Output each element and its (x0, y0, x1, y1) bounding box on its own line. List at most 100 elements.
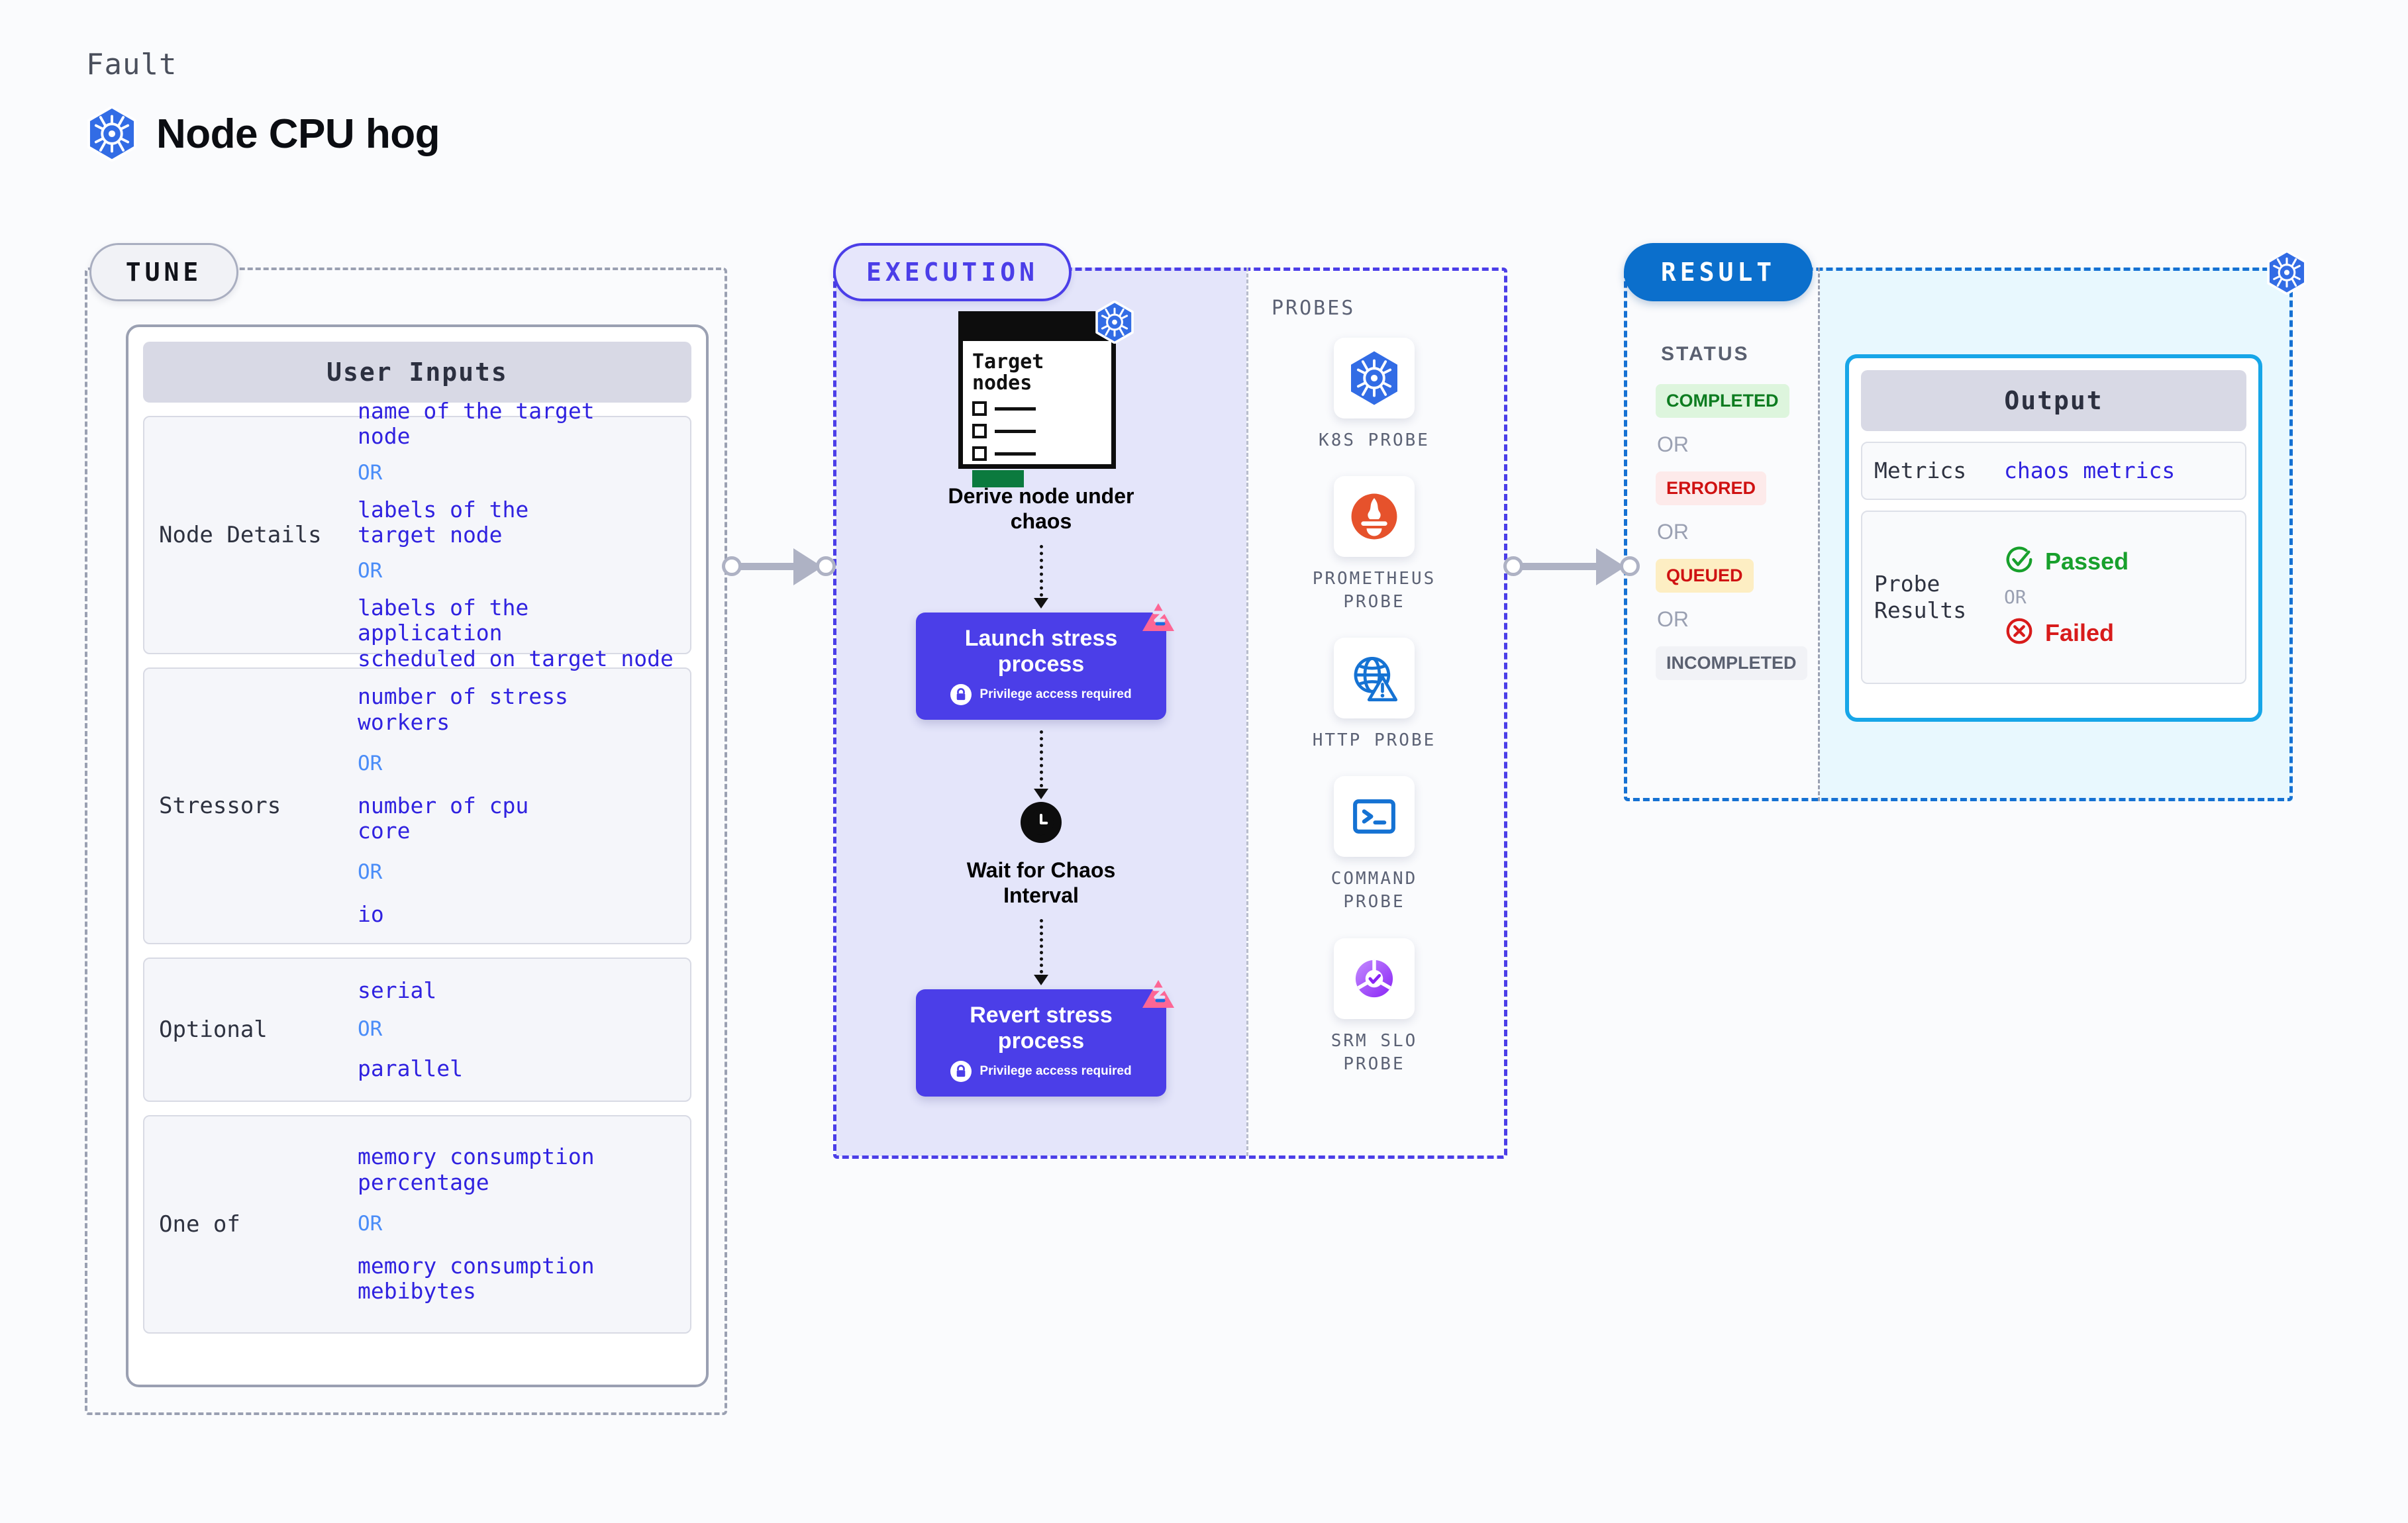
target-nodes-window-title: Target nodes (972, 350, 1044, 395)
status-or: OR (1657, 520, 1689, 544)
output-value: chaos metrics (2004, 458, 2176, 484)
step-title: Launch stress process (964, 625, 1118, 677)
probe-label: HTTP PROBE (1312, 730, 1436, 751)
output-label: Metrics (1874, 458, 1967, 483)
checkbox-icon (972, 401, 987, 416)
probes-title: PROBES (1272, 297, 1356, 320)
step-launch-stress-process[interactable]: Launch stress process Privilege access r… (916, 603, 1174, 720)
tune-badge[interactable]: TUNE (89, 243, 238, 301)
prometheus-icon (1334, 476, 1415, 558)
param-value: memory consumption percentage (358, 1144, 595, 1195)
probe-item-srm-slo[interactable]: SRM SLO PROBE (1288, 938, 1460, 1076)
param-value: name of the target node (358, 398, 595, 450)
param-or: OR (358, 1212, 383, 1236)
param-value: serial (358, 977, 437, 1003)
user-inputs-card: User Inputs Node Details name of the tar… (126, 324, 709, 1387)
param-row-one-of: One of memory consumption percentage OR … (143, 1115, 691, 1334)
probe-label: PROMETHEUS PROBE (1312, 569, 1436, 613)
kubernetes-icon (1095, 300, 1134, 347)
probe-result-or: OR (2004, 586, 2027, 609)
param-value: io (358, 901, 384, 928)
probe-label: SRM SLO PROBE (1330, 1030, 1418, 1074)
fault-kicker: Fault (86, 48, 177, 81)
param-or: OR (358, 860, 383, 885)
checkbox-row (972, 424, 1102, 438)
check-circle-icon (2004, 544, 2034, 578)
execution-badge[interactable]: EXECUTION (833, 243, 1072, 301)
checkbox-row (972, 446, 1102, 461)
checkbox-row (972, 401, 1102, 416)
kubernetes-icon (86, 106, 138, 162)
step-caption-derive-node: Derive node under chaos (948, 484, 1134, 534)
status-badge-incompleted: INCOMPLETED (1656, 646, 1807, 680)
param-or: OR (358, 751, 383, 775)
connector-tune-to-execution (722, 536, 848, 596)
execution-flow: Target nodes (836, 300, 1246, 1097)
litmus-logo-icon (1141, 602, 1176, 638)
param-row-stressors: Stressors number of stress workers OR nu… (143, 667, 691, 944)
param-label: Optional (159, 1016, 268, 1043)
output-row-metrics: Metrics chaos metrics (1861, 442, 2246, 500)
param-label: One of (159, 1211, 240, 1238)
probe-item-http[interactable]: HTTP PROBE (1288, 638, 1460, 752)
param-value: labels of the target node (358, 496, 529, 548)
param-label: Node Details (159, 522, 322, 548)
param-value: memory consumption mebibytes (358, 1252, 595, 1304)
param-or: OR (358, 460, 383, 485)
probes-list: K8S PROBE PROMETHEUS PROBE (1262, 338, 1487, 1076)
probe-label: COMMAND PROBE (1330, 869, 1418, 912)
kubernetes-icon (2266, 250, 2307, 298)
flow-arrow (1034, 544, 1048, 609)
fault-title-text: Node CPU hog (156, 111, 440, 157)
status-list: COMPLETED OR ERRORED OR QUEUED OR INCOMP… (1656, 384, 1815, 680)
param-value: parallel (358, 1055, 463, 1081)
probe-item-command[interactable]: COMMAND PROBE (1288, 776, 1460, 914)
probe-pass-label: Passed (2045, 547, 2129, 575)
execution-region (833, 268, 1507, 1159)
lock-icon (950, 683, 972, 705)
window-titlebar (963, 316, 1111, 341)
page-title: Node CPU hog (86, 106, 440, 162)
status-or: OR (1657, 607, 1689, 631)
checkbox-icon (972, 424, 987, 438)
step-caption-wait-for-chaos: Wait for Chaos Interval (966, 858, 1116, 908)
kubernetes-icon (1334, 338, 1415, 418)
confirm-bar (972, 470, 1024, 487)
probe-item-prometheus[interactable]: PROMETHEUS PROBE (1288, 476, 1460, 614)
step-title: Revert stress process (970, 1002, 1113, 1054)
output-title: Output (1861, 370, 2246, 431)
param-or: OR (358, 559, 383, 583)
status-badge-errored: ERRORED (1656, 471, 1767, 505)
probe-result-pass: Passed (2004, 544, 2129, 578)
result-badge[interactable]: RESULT (1624, 243, 1813, 301)
tune-region (85, 268, 727, 1415)
x-circle-icon (2004, 616, 2034, 650)
output-row-probe-results: Probe Results Passed OR (1861, 510, 2246, 684)
param-or: OR (358, 1017, 383, 1042)
step-revert-stress-process[interactable]: Revert stress process Privilege access r… (916, 979, 1174, 1097)
status-title: STATUS (1661, 343, 1750, 365)
param-value: number of cpu core (358, 792, 529, 844)
result-status-divider (1818, 268, 1820, 801)
slo-gauge-icon (1334, 938, 1415, 1019)
clock-icon (1021, 801, 1062, 843)
litmus-logo-icon (1141, 979, 1176, 1015)
probe-result-fail: Failed (2004, 616, 2129, 650)
probe-label: K8S PROBE (1319, 430, 1430, 450)
probe-fail-label: Failed (2045, 618, 2115, 646)
param-value: number of stress workers (358, 683, 568, 735)
flow-arrow (1034, 730, 1048, 799)
status-badge-queued: QUEUED (1656, 559, 1754, 593)
connector-execution-to-result (1503, 536, 1656, 596)
probe-item-k8s[interactable]: K8S PROBE (1288, 338, 1460, 452)
flow-arrow (1034, 918, 1048, 985)
param-row-node-details: Node Details name of the target node OR … (143, 399, 691, 671)
probes-divider (1246, 268, 1248, 1156)
output-label: Probe Results (1874, 571, 1967, 623)
terminal-icon (1334, 776, 1415, 858)
output-card: Output Metrics chaos metrics Probe Resul… (1845, 354, 2262, 722)
lock-icon (950, 1060, 972, 1082)
privilege-note: Privilege access required (979, 1063, 1132, 1078)
user-inputs-title: User Inputs (143, 342, 691, 403)
